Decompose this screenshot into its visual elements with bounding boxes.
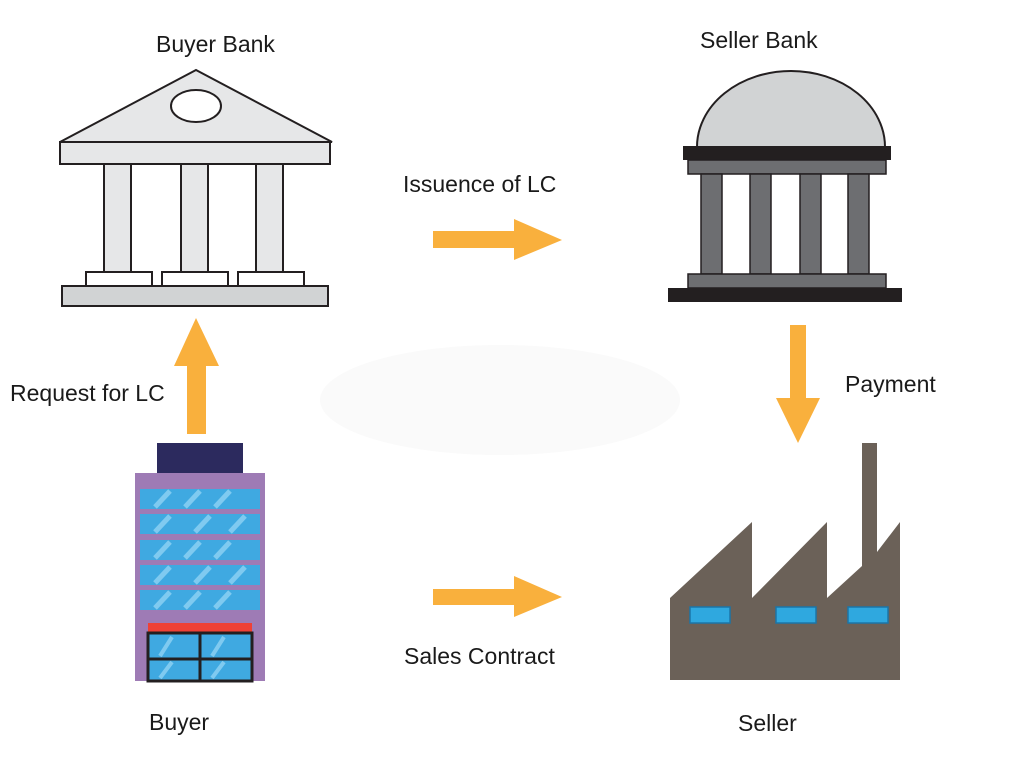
buyer-label: Buyer (149, 709, 210, 735)
issuance-arrow (433, 219, 562, 260)
issuance-label: Issuence of LC (403, 171, 557, 197)
buyer-bank-label: Buyer Bank (156, 31, 275, 57)
background-smudge (320, 345, 680, 455)
seller-factory-icon (670, 443, 900, 680)
sales-contract-arrow (433, 576, 562, 617)
request-arrow (174, 318, 219, 434)
seller-bank-icon (668, 70, 902, 302)
buyer-bank-icon (59, 68, 333, 307)
buyer-building-icon (135, 443, 265, 683)
request-label: Request for LC (10, 380, 165, 406)
payment-label: Payment (845, 371, 936, 397)
seller-label: Seller (738, 710, 797, 736)
seller-bank-label: Seller Bank (700, 27, 818, 53)
sales-contract-label: Sales Contract (404, 643, 555, 669)
payment-arrow (776, 325, 820, 443)
